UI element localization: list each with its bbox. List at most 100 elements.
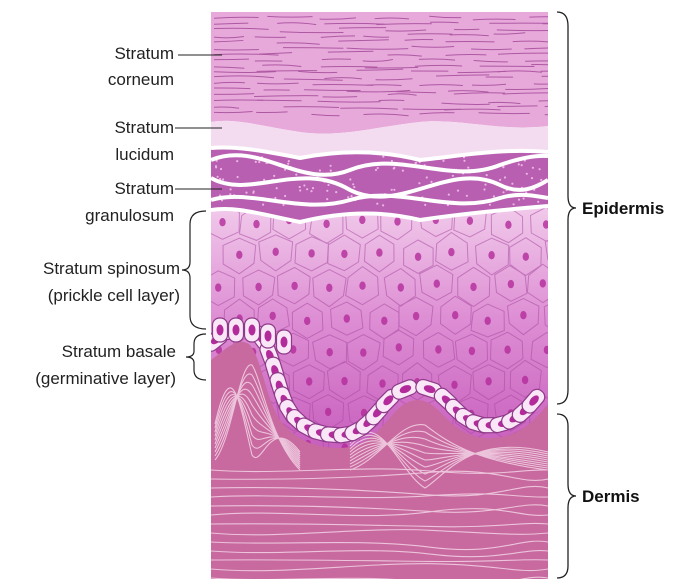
- granule: [273, 175, 275, 177]
- spinosum-nucleus: [544, 346, 550, 354]
- spinosum-nucleus: [543, 220, 549, 228]
- label-spinosum-line1: Stratum spinosum: [43, 259, 180, 279]
- basale-cell: [261, 324, 276, 348]
- spinosum-nucleus: [376, 248, 382, 256]
- left-brackets: [182, 211, 206, 380]
- label-corneum-line1: Stratum: [114, 44, 174, 64]
- granule: [521, 164, 523, 166]
- spinosum-nucleus: [379, 379, 385, 387]
- granule: [376, 203, 378, 205]
- label-lucidum-line2: lucidum: [115, 145, 174, 165]
- basale-cell: [229, 318, 244, 342]
- granule: [220, 168, 222, 170]
- spinosum-nucleus: [219, 218, 225, 226]
- corneum-fiber: [542, 75, 605, 76]
- granule: [274, 197, 276, 199]
- granule: [215, 166, 217, 168]
- granule: [330, 165, 332, 167]
- spinosum-nucleus: [255, 283, 261, 291]
- granule: [350, 195, 352, 197]
- granule: [237, 176, 239, 178]
- corneum-fiber: [542, 23, 601, 24]
- granule: [391, 189, 393, 191]
- granule: [222, 178, 224, 180]
- granule: [284, 195, 286, 197]
- spinosum-nucleus: [504, 346, 510, 354]
- granule: [288, 160, 290, 162]
- spinosum-nucleus: [470, 283, 476, 291]
- granule: [523, 197, 525, 199]
- granule: [518, 199, 520, 201]
- corneum-fiber: [524, 48, 584, 49]
- spinosum-nucleus: [308, 249, 314, 257]
- granule: [486, 174, 488, 176]
- basale-cell: [245, 318, 260, 342]
- spinosum-nucleus: [508, 280, 514, 288]
- granule: [418, 182, 420, 184]
- spinosum-nucleus: [253, 220, 259, 228]
- granule: [352, 183, 354, 185]
- granule: [499, 179, 501, 181]
- granule: [255, 161, 257, 163]
- basale-nucleus: [249, 325, 256, 336]
- corneum-fiber: [545, 115, 584, 116]
- granule: [349, 178, 351, 180]
- label-dermis: Dermis: [582, 487, 640, 507]
- granule: [299, 186, 301, 188]
- granule: [262, 204, 264, 206]
- granule: [430, 181, 432, 183]
- spinosum-nucleus: [359, 282, 365, 290]
- basale-cell: [277, 330, 292, 354]
- label-granulosum-line1: Stratum: [114, 179, 174, 199]
- granule: [414, 162, 416, 164]
- label-spinosum-line2: (prickle cell layer): [48, 286, 180, 306]
- granule: [382, 204, 384, 206]
- granule: [230, 188, 232, 190]
- spinosum-nucleus: [540, 279, 546, 287]
- granule: [319, 169, 321, 171]
- granule: [489, 204, 491, 206]
- granule: [263, 179, 265, 181]
- spinosum-nucleus: [270, 312, 276, 320]
- corneum-fiber: [214, 59, 249, 60]
- granule: [504, 176, 506, 178]
- granule: [424, 204, 426, 206]
- granule: [326, 198, 328, 200]
- granule: [442, 160, 444, 162]
- corneum-fiber: [540, 71, 569, 72]
- granule: [402, 170, 404, 172]
- spinosum-cell: [544, 299, 577, 335]
- granule: [377, 167, 379, 169]
- granule: [539, 168, 541, 170]
- spinosum-nucleus: [485, 317, 491, 325]
- granule: [448, 194, 450, 196]
- label-basale-line2: (germinative layer): [35, 369, 176, 389]
- granule: [326, 190, 328, 192]
- basale-nucleus: [265, 331, 272, 342]
- spinosum-nucleus: [360, 348, 366, 356]
- spinosum-nucleus: [325, 408, 331, 416]
- granule: [466, 195, 468, 197]
- spinosum-cell: [549, 366, 581, 399]
- spinosum-nucleus: [452, 311, 458, 319]
- granule: [467, 167, 469, 169]
- spinosum-nucleus: [505, 221, 511, 229]
- spinosum-nucleus: [467, 217, 473, 225]
- granule: [252, 192, 254, 194]
- corneum-fiber: [257, 100, 302, 101]
- basale-cell: [213, 318, 228, 342]
- granule: [335, 191, 337, 193]
- spinosum-nucleus: [434, 280, 440, 288]
- corneum-fiber: [255, 37, 286, 38]
- granule: [452, 175, 454, 177]
- spinosum-nucleus: [556, 439, 562, 447]
- corneum-fiber: [323, 97, 358, 98]
- spinosum-nucleus: [394, 217, 400, 225]
- granule: [493, 195, 495, 197]
- right-braces: [557, 12, 576, 578]
- spinosum-nucleus: [469, 347, 475, 355]
- spinosum-nucleus: [326, 284, 332, 292]
- granule: [502, 166, 504, 168]
- corneum-fiber: [545, 106, 577, 107]
